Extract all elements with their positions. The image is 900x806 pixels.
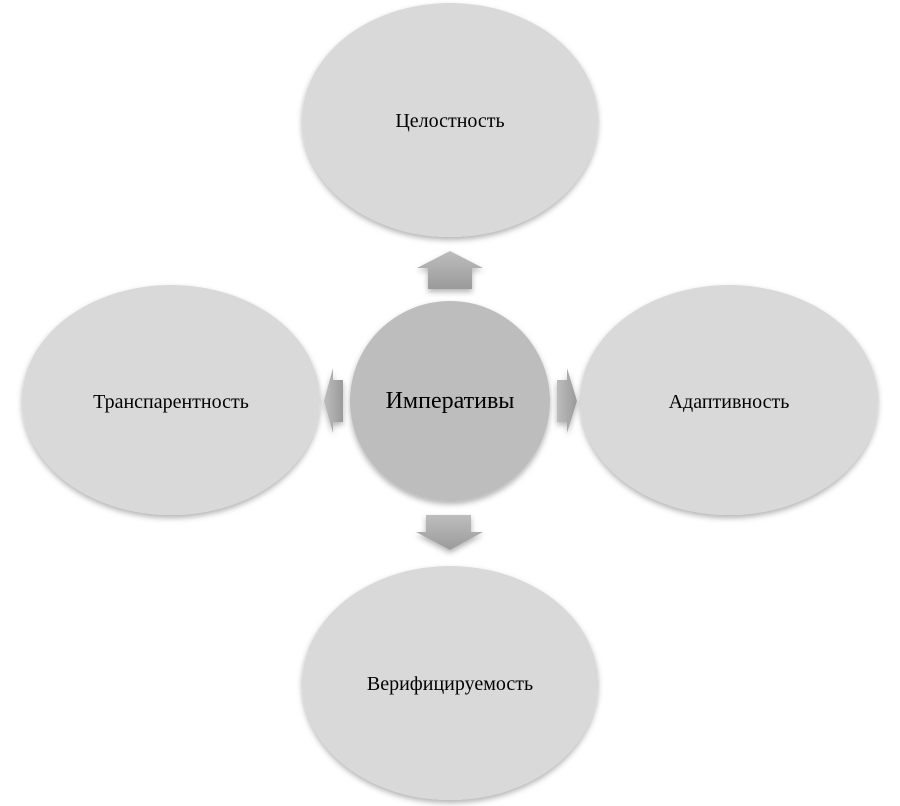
node-bottom-label: Верифицируемость <box>367 673 533 695</box>
arrow-up-icon <box>417 251 483 289</box>
arrow-down-icon <box>416 515 483 550</box>
node-left-label: Транспарентность <box>93 391 249 413</box>
node-right-label: Адаптивность <box>669 391 790 413</box>
arrow-right-icon <box>557 368 577 433</box>
node-bottom: Верифицируемость <box>302 566 598 800</box>
node-right: Адаптивность <box>580 285 878 515</box>
node-top: Целостность <box>302 3 598 237</box>
node-top-label: Целостность <box>395 110 504 132</box>
center-label: Императивы <box>386 388 515 414</box>
center-node: Императивы <box>350 301 550 501</box>
node-left: Транспарентность <box>22 285 320 515</box>
arrow-left-icon <box>324 368 343 433</box>
